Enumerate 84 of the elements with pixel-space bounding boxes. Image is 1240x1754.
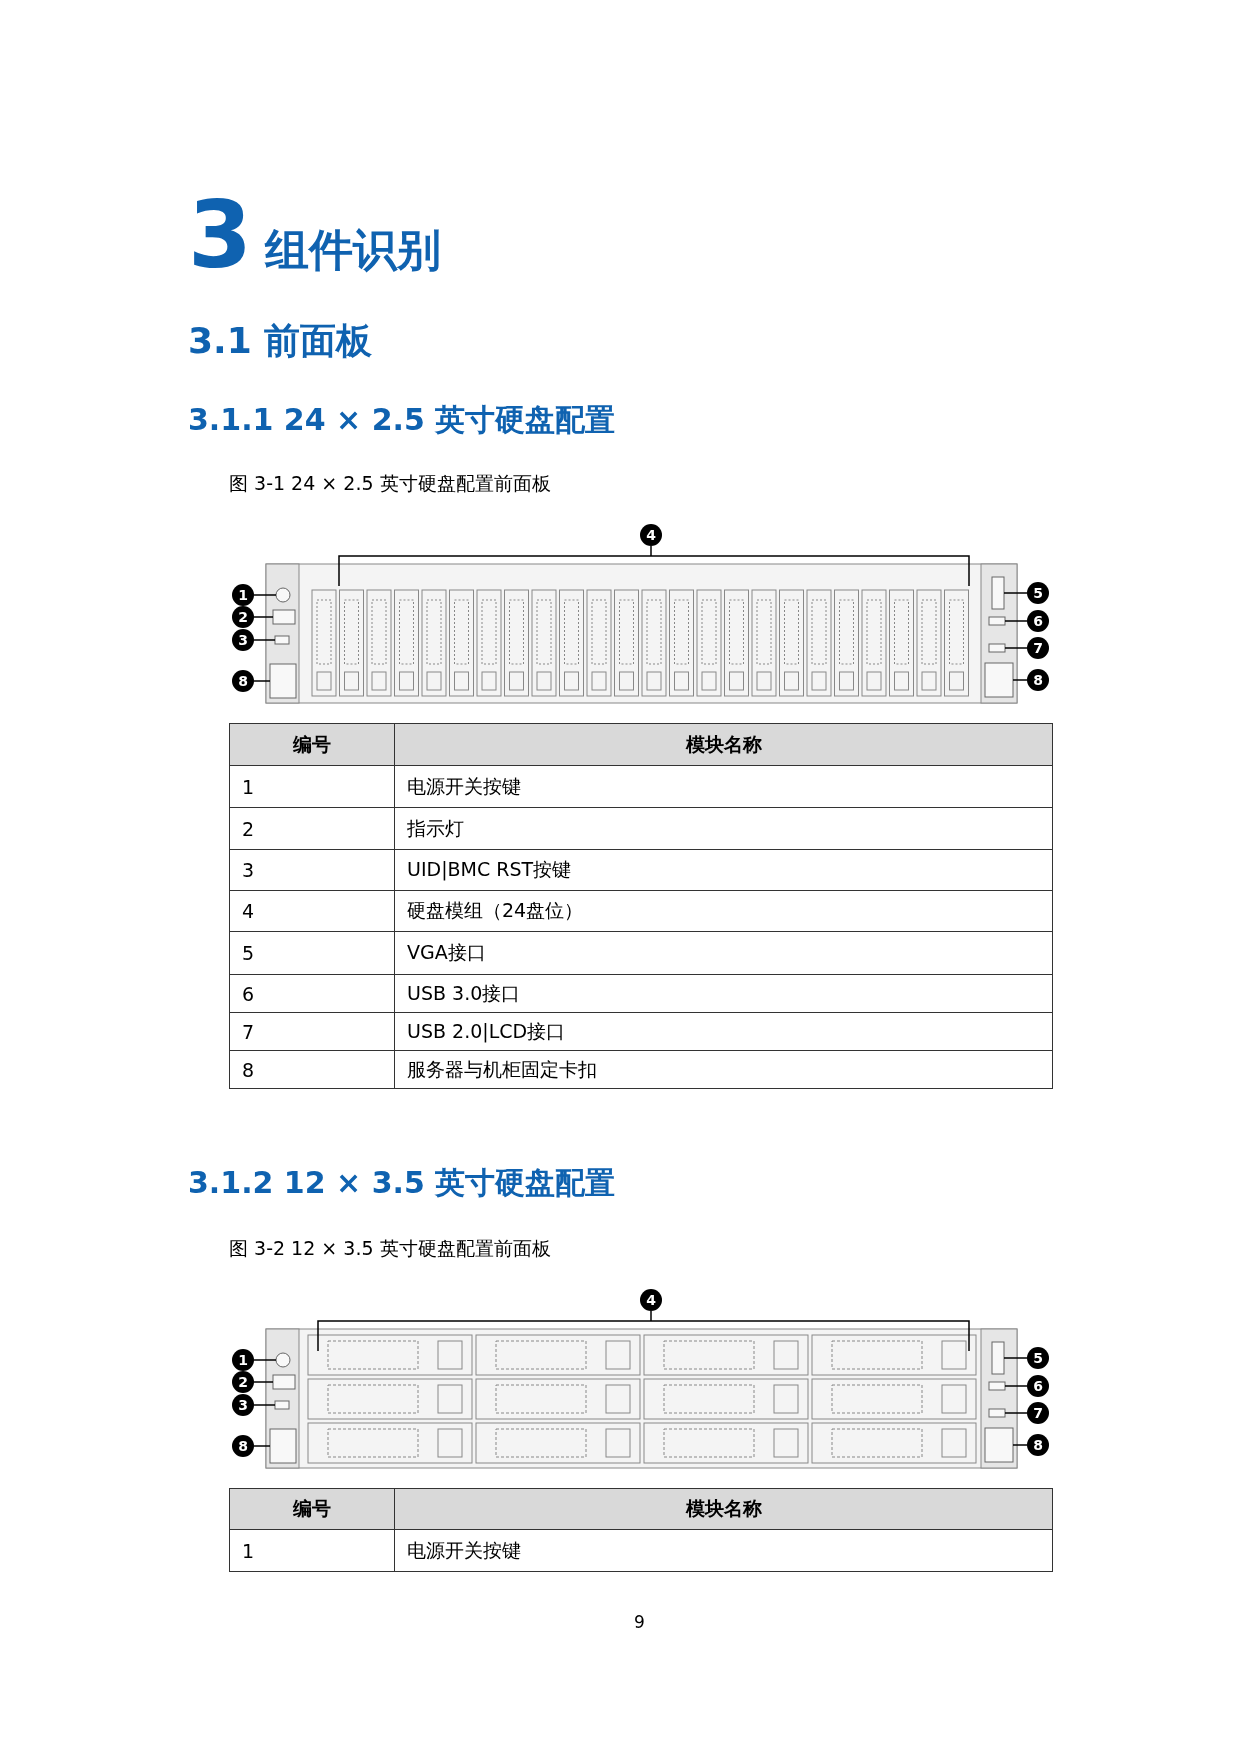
vga-port xyxy=(991,576,1005,610)
bracket xyxy=(317,1320,970,1352)
callout-number: 1 xyxy=(232,1349,254,1371)
leader-line xyxy=(1004,620,1028,622)
leader-line xyxy=(253,680,271,682)
power-button xyxy=(275,587,291,603)
table-cell: 1 xyxy=(229,1529,395,1572)
figure-caption: 图 3-1 24 × 2.5 英寸硬盘配置前面板 xyxy=(229,474,551,493)
callout-number: 4 xyxy=(640,1289,662,1311)
chapter-number: 3 xyxy=(188,190,252,282)
leader-line xyxy=(253,616,274,618)
leader-line xyxy=(1004,1385,1028,1387)
table-cell: 1 xyxy=(229,765,395,808)
table-cell: 电源开关按键 xyxy=(394,765,1053,808)
leader-line xyxy=(1003,1357,1028,1359)
table-cell: USB 3.0接口 xyxy=(394,974,1053,1013)
header-cell: 编号 xyxy=(229,1488,395,1530)
table-cell: 电源开关按键 xyxy=(394,1529,1053,1572)
leader-line xyxy=(1004,647,1028,649)
table-cell: VGA接口 xyxy=(394,931,1053,975)
reset-button xyxy=(274,1400,290,1410)
leader-line xyxy=(650,545,652,557)
leader-line xyxy=(253,1381,274,1383)
usb-port xyxy=(988,1408,1006,1418)
callout-number: 4 xyxy=(640,524,662,546)
usb-port xyxy=(988,616,1006,626)
table-cell: 服务器与机柜固定卡扣 xyxy=(394,1050,1053,1089)
leader-line xyxy=(1003,592,1028,594)
usb-port xyxy=(988,643,1006,653)
table-cell: 6 xyxy=(229,974,395,1013)
callout-number: 2 xyxy=(232,1371,254,1393)
callout-number: 8 xyxy=(232,1435,254,1457)
callout-number: 7 xyxy=(1027,637,1049,659)
mounting-ear xyxy=(984,662,1014,698)
table-cell: 5 xyxy=(229,931,395,975)
table-cell: UID|BMC RST按键 xyxy=(394,849,1053,891)
leader-line xyxy=(1004,1412,1028,1414)
leader-line xyxy=(253,1359,277,1361)
leader-line xyxy=(1012,1444,1028,1446)
callout-number: 8 xyxy=(1027,1434,1049,1456)
table-cell: USB 2.0|LCD接口 xyxy=(394,1012,1053,1051)
table-cell: 2 xyxy=(229,807,395,850)
callout-number: 7 xyxy=(1027,1402,1049,1424)
leader-line xyxy=(253,639,276,641)
leader-line xyxy=(253,1404,276,1406)
callout-number: 8 xyxy=(232,670,254,692)
subsection-heading: 3.1.2 12 × 3.5 英寸硬盘配置 xyxy=(188,1168,616,1198)
callout-number: 1 xyxy=(232,584,254,606)
indicator-lights xyxy=(272,1374,296,1390)
callout-number: 5 xyxy=(1027,582,1049,604)
bracket xyxy=(338,555,970,587)
table-cell: 3 xyxy=(229,849,395,891)
reset-button xyxy=(274,635,290,645)
table-cell: 硬盘模组（24盘位） xyxy=(394,890,1053,932)
header-cell: 编号 xyxy=(229,723,395,766)
table-cell: 指示灯 xyxy=(394,807,1053,850)
header-cell: 模块名称 xyxy=(394,1488,1053,1530)
usb-port xyxy=(988,1381,1006,1391)
callout-number: 3 xyxy=(232,1394,254,1416)
callout-number: 6 xyxy=(1027,1375,1049,1397)
figure-caption: 图 3-2 12 × 3.5 英寸硬盘配置前面板 xyxy=(229,1239,551,1258)
leader-line xyxy=(253,594,277,596)
table-cell: 8 xyxy=(229,1050,395,1089)
table-cell: 7 xyxy=(229,1012,395,1051)
page-number: 9 xyxy=(634,1614,645,1631)
mounting-ear xyxy=(269,1428,297,1464)
header-cell: 模块名称 xyxy=(394,723,1053,766)
table-cell: 4 xyxy=(229,890,395,932)
leader-line xyxy=(253,1445,271,1447)
callout-number: 3 xyxy=(232,629,254,651)
subsection-heading: 3.1.1 24 × 2.5 英寸硬盘配置 xyxy=(188,405,616,435)
callout-number: 2 xyxy=(232,606,254,628)
chapter-title: 组件识别 xyxy=(265,228,441,272)
callout-number: 6 xyxy=(1027,610,1049,632)
callout-number: 5 xyxy=(1027,1347,1049,1369)
mounting-ear xyxy=(269,663,297,699)
leader-line xyxy=(650,1310,652,1322)
power-button xyxy=(275,1352,291,1368)
mounting-ear xyxy=(984,1427,1014,1463)
vga-port xyxy=(991,1341,1005,1375)
section-heading: 3.1 前面板 xyxy=(188,323,373,359)
leader-line xyxy=(1012,679,1028,681)
indicator-lights xyxy=(272,609,296,625)
callout-number: 8 xyxy=(1027,669,1049,691)
